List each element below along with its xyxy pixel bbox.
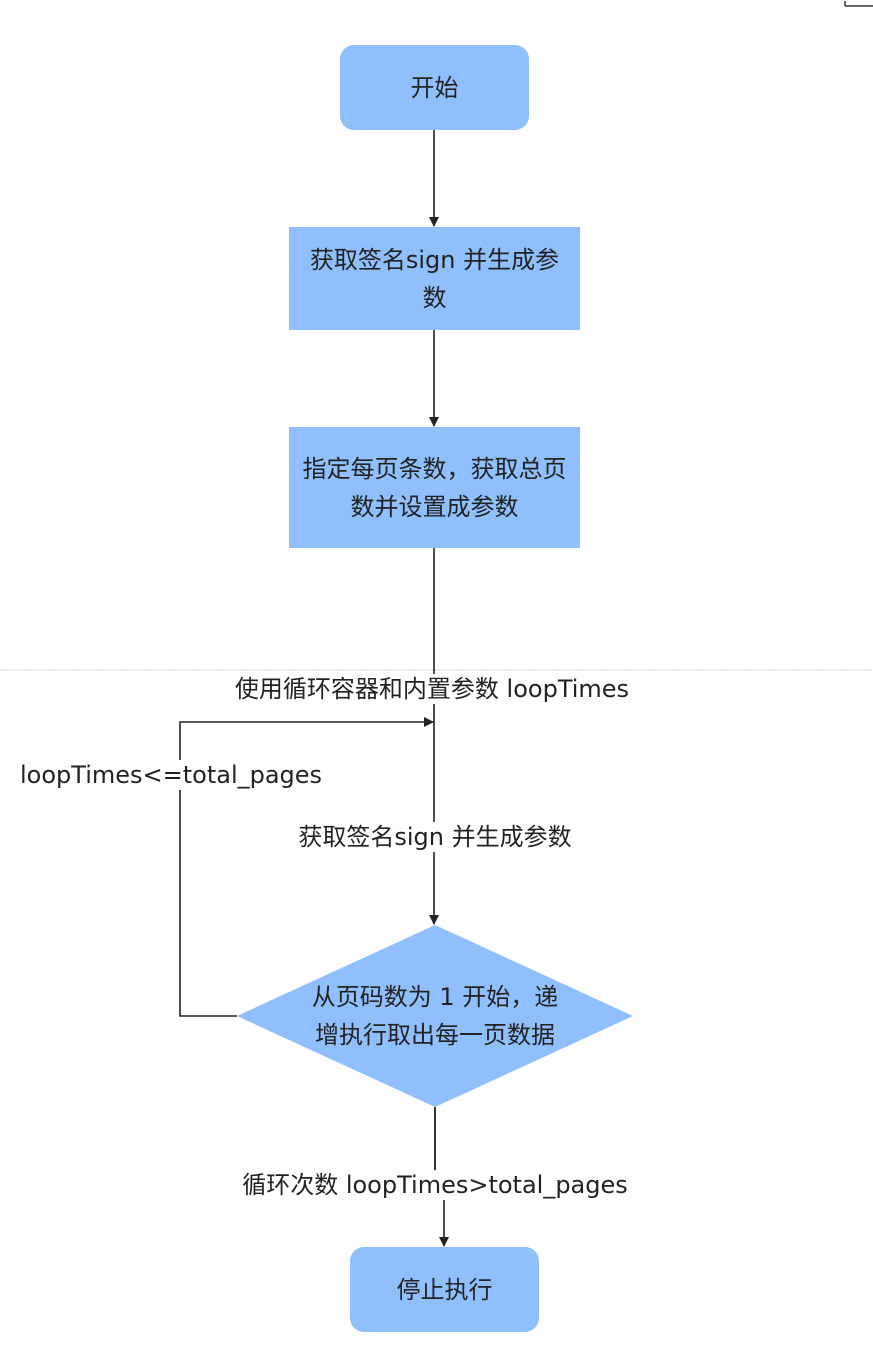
decision-node-shape: [237, 925, 633, 1107]
start-node[interactable]: 开始: [340, 45, 529, 130]
loop-condition-label: loopTimes<=total_pages: [20, 760, 323, 790]
end-node-shape: [350, 1247, 539, 1332]
decision-node-label: 从页码数为 1 开始，递增执行取出每一页数据: [311, 983, 559, 1049]
decision-node[interactable]: 从页码数为 1 开始，递增执行取出每一页数据: [305, 940, 565, 1092]
end-node-label: 停止执行: [396, 1275, 493, 1304]
end-node[interactable]: 停止执行: [350, 1247, 539, 1332]
arrow-loop-back: [179, 717, 434, 1017]
step2-node[interactable]: 指定每页条数，获取总页数并设置成参数: [296, 427, 573, 548]
exit-condition-label: 循环次数 loopTimes>total_pages: [228, 1170, 642, 1200]
step1-node[interactable]: 获取签名sign 并生成参数: [305, 227, 564, 330]
step2-node-shape: [289, 427, 580, 548]
corner-mark: [844, 1, 873, 7]
sign-again-label: 获取签名sign 并生成参数: [284, 822, 586, 852]
step1-node-label: 获取签名sign 并生成参数: [309, 245, 560, 312]
start-node-shape: [340, 45, 529, 130]
start-node-label: 开始: [410, 73, 459, 102]
step1-node-shape: [289, 227, 580, 330]
loop-container-label: 使用循环容器和内置参数 loopTimes: [214, 674, 650, 704]
step2-node-label: 指定每页条数，获取总页数并设置成参数: [302, 454, 567, 521]
